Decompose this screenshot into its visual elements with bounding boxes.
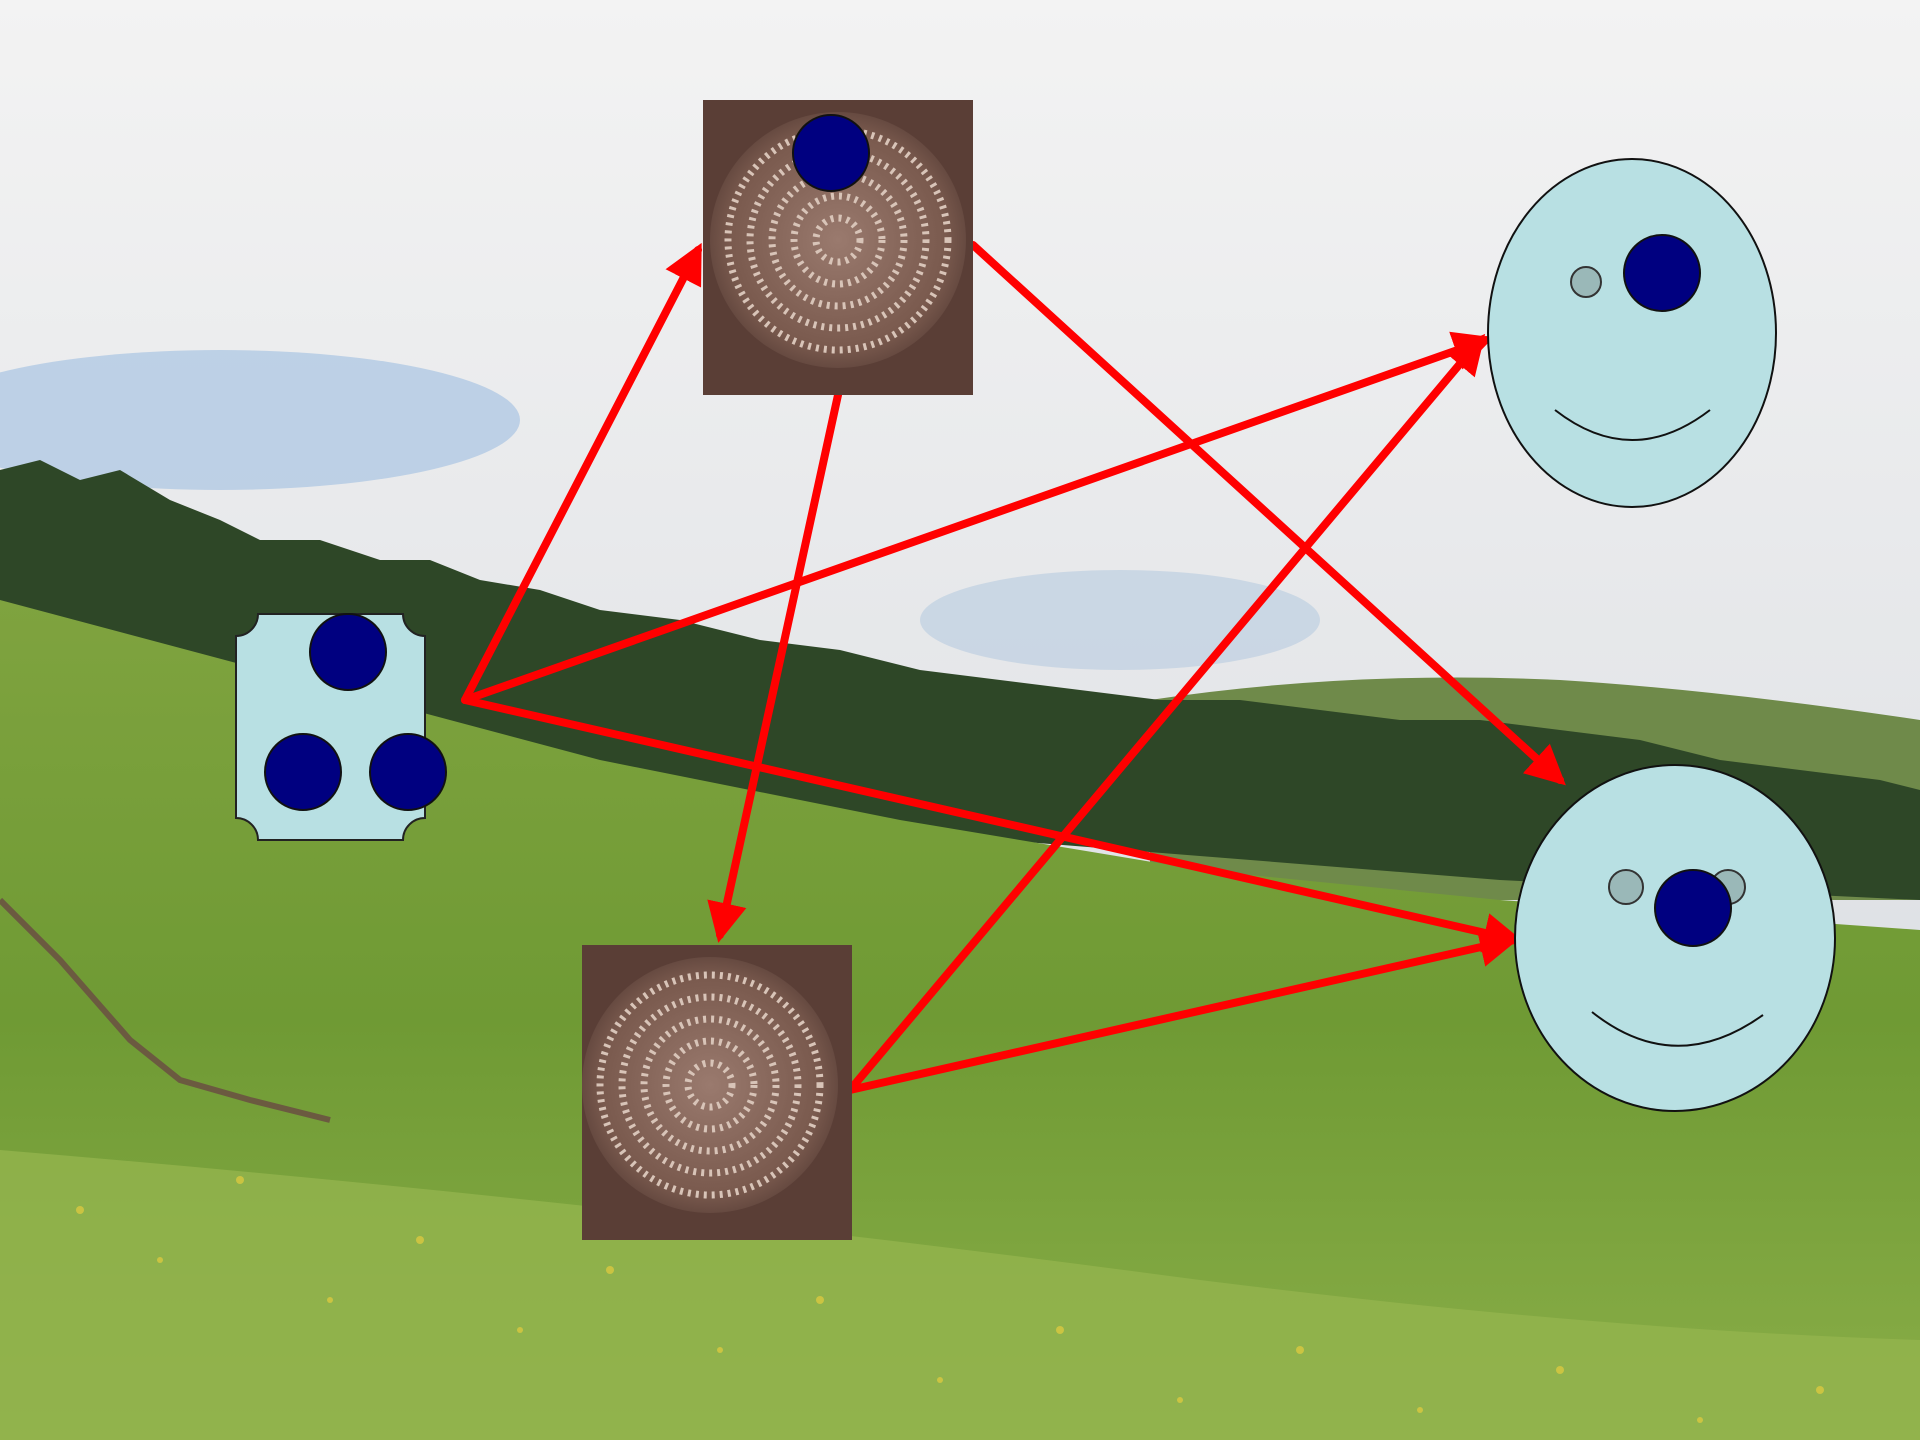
face-bottom xyxy=(1514,764,1836,1112)
face-oval xyxy=(1487,158,1777,508)
arrow-stone-top-to-face-bottom xyxy=(969,241,1566,786)
arrow-block-to-face-top xyxy=(461,331,1494,704)
stone-carving xyxy=(724,126,952,354)
stone-carving xyxy=(596,971,824,1199)
smile xyxy=(1591,1011,1764,1047)
face-top xyxy=(1487,158,1777,508)
stone-top xyxy=(703,100,973,395)
smile xyxy=(1554,409,1711,441)
dot xyxy=(369,733,447,811)
arrow-stone-bottom-to-face-top xyxy=(846,333,1486,1094)
forest xyxy=(0,460,1920,900)
dot xyxy=(792,114,870,192)
dot xyxy=(264,733,342,811)
dot xyxy=(1623,234,1701,312)
arrow-stone-top-to-stone-bottom xyxy=(707,391,842,943)
blue-sky-patch xyxy=(0,350,520,490)
fallen-branch xyxy=(0,897,331,1123)
small-dot xyxy=(1608,869,1644,905)
arrow-stone-bottom-to-face-bottom xyxy=(846,927,1520,1094)
meadow-foreground xyxy=(0,1150,1920,1440)
arrow-block-to-stone-top xyxy=(461,242,702,704)
stone-bottom xyxy=(582,945,852,1240)
source-block xyxy=(235,613,447,841)
small-dot xyxy=(1570,266,1602,298)
arrow-block-to-face-bottom xyxy=(461,696,1524,953)
flower-specks xyxy=(76,1176,1824,1423)
arrows xyxy=(461,241,1566,1094)
blue-sky-patch-2 xyxy=(920,570,1320,670)
dot xyxy=(309,613,387,691)
dot xyxy=(1654,869,1732,947)
